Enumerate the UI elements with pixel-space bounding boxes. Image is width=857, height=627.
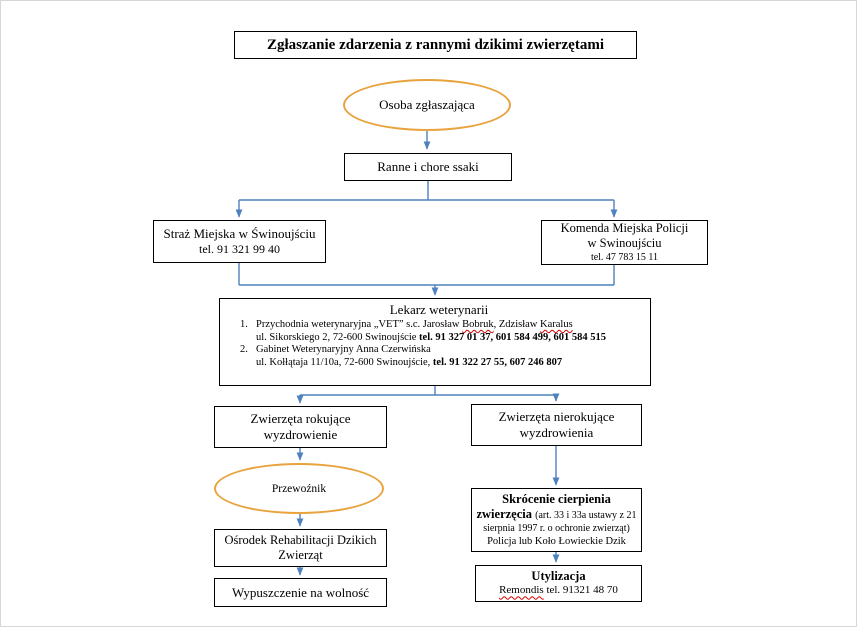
node-injured-mammals-label: Ranne i chore ssaki — [377, 159, 479, 175]
city-guard-phone: tel. 91 321 99 40 — [199, 242, 280, 257]
node-rehab-center: Ośrodek Rehabilitacji Dzikich Zwierząt — [214, 529, 387, 567]
euthanasia-subline: Policja lub Koło Łowieckie Dzik — [487, 536, 626, 548]
police-name-line2: w Swinoujściu — [587, 236, 662, 251]
police-phone: tel. 47 783 15 11 — [590, 251, 659, 263]
vet-item-1-text: Przychodnia weterynaryjna „VET” s.c. Jar… — [256, 319, 644, 345]
prognosis-good-line2: wyzdrowienie — [263, 427, 338, 442]
node-vet: Lekarz weterynarii 1. Przychodnia wetery… — [219, 298, 651, 386]
vet-item-1-clinic: Przychodnia weterynaryjna „VET” s.c. Jar… — [256, 318, 463, 330]
vet-item-2-phones: tel. 91 322 27 55, 607 246 807 — [432, 357, 563, 369]
node-injured-mammals: Ranne i chore ssaki — [344, 153, 512, 181]
euthanasia-legal: (art. 33 i 33a ustawy z 21 sierpnia 1997… — [483, 510, 637, 534]
node-carrier-label: Przewoźnik — [271, 482, 327, 495]
prognosis-bad-line1: Zwierzęta nierokujące — [498, 409, 615, 425]
vet-item-1-surname1: Bobruk — [462, 318, 494, 330]
rehab-center-line1: Ośrodek Rehabilitacji Dzikich — [224, 532, 377, 547]
vet-item-1-phones: tel. 91 327 01 37, 601 584 499, 601 584 … — [419, 331, 606, 343]
node-prognosis-good: Zwierzęta rokujące wyzdrowienie — [214, 406, 387, 448]
euthanasia-text: Skrócenie cierpienia zwierzęcia (art. 33… — [476, 492, 637, 549]
prognosis-good-line1: Zwierzęta rokujące — [250, 411, 351, 427]
vet-item-2-clinic: Gabinet Weterynaryjny Anna Czerwińska — [256, 344, 431, 356]
node-prognosis-bad: Zwierzęta nierokujące wyzdrowienia — [471, 404, 642, 446]
vet-heading: Lekarz weterynarii — [389, 302, 489, 317]
page-title: Zgłaszanie zdarzenia z rannymi dzikimi z… — [234, 31, 637, 59]
vet-item-2-line1: Gabinet Weterynaryjny Anna Czerwińska — [256, 344, 644, 357]
disposal-heading: Utylizacja — [531, 569, 586, 584]
vet-item-1-line2: ul. Sikorskiego 2, 72-600 Swinoujście te… — [256, 332, 644, 345]
vet-item-1-number: 1. — [240, 318, 248, 330]
city-guard-name: Straż Miejska w Świnoujściu — [163, 226, 316, 242]
disposal-phone: tel. 91321 48 70 — [543, 584, 618, 597]
node-disposal: Utylizacja Remondis tel. 91321 48 70 — [475, 565, 642, 602]
euthanasia-main: Skrócenie cierpienia zwierzęcia — [476, 491, 611, 522]
vet-item-2-text: Gabinet Weterynaryjny Anna Czerwińska ul… — [256, 344, 644, 370]
police-name-line1: Komenda Miejska Policji — [560, 221, 689, 236]
vet-item-1-line1: Przychodnia weterynaryjna „VET” s.c. Jar… — [256, 319, 644, 332]
rehab-center-line2: Zwierząt — [278, 548, 323, 562]
node-reporter: Osoba zgłaszająca — [343, 79, 511, 131]
vet-item-1-address: ul. Sikorskiego 2, 72-600 Swinoujście — [256, 331, 420, 343]
connector-converge-to-vet — [238, 263, 615, 296]
disposal-line2: Remondis tel. 91321 48 70 — [499, 584, 618, 597]
vet-item-2-line2: ul. Kołłątaja 11/10a, 72-600 Swinoujście… — [256, 357, 644, 370]
node-reporter-label: Osoba zgłaszająca — [379, 97, 475, 112]
vet-item-2-address: ul. Kołłątaja 11/10a, 72-600 Swinoujście… — [256, 357, 433, 369]
node-city-guard: Straż Miejska w Świnoujściu tel. 91 321 … — [153, 220, 326, 263]
vet-item-1: 1. Przychodnia weterynaryjna „VET” s.c. … — [234, 319, 644, 345]
vet-item-1-separator: , Zdzisław — [493, 318, 541, 330]
node-release-label: Wypuszczenie na wolność — [231, 584, 370, 600]
connector-vet-split — [296, 386, 560, 404]
disposal-company: Remondis — [499, 584, 544, 597]
node-release: Wypuszczenie na wolność — [214, 578, 387, 607]
node-carrier: Przewoźnik — [214, 463, 384, 514]
node-police: Komenda Miejska Policji w Swinoujściu te… — [541, 220, 708, 265]
vet-item-2: 2. Gabinet Weterynaryjny Anna Czerwińska… — [234, 344, 644, 370]
prognosis-bad-line2: wyzdrowienia — [519, 425, 594, 440]
page-title-text: Zgłaszanie zdarzenia z rannymi dzikimi z… — [266, 36, 605, 53]
node-euthanasia: Skrócenie cierpienia zwierzęcia (art. 33… — [471, 488, 642, 552]
connector-mammals-split — [235, 181, 618, 218]
vet-item-2-number: 2. — [240, 344, 248, 356]
vet-item-1-surname2: Karalus — [540, 318, 573, 330]
